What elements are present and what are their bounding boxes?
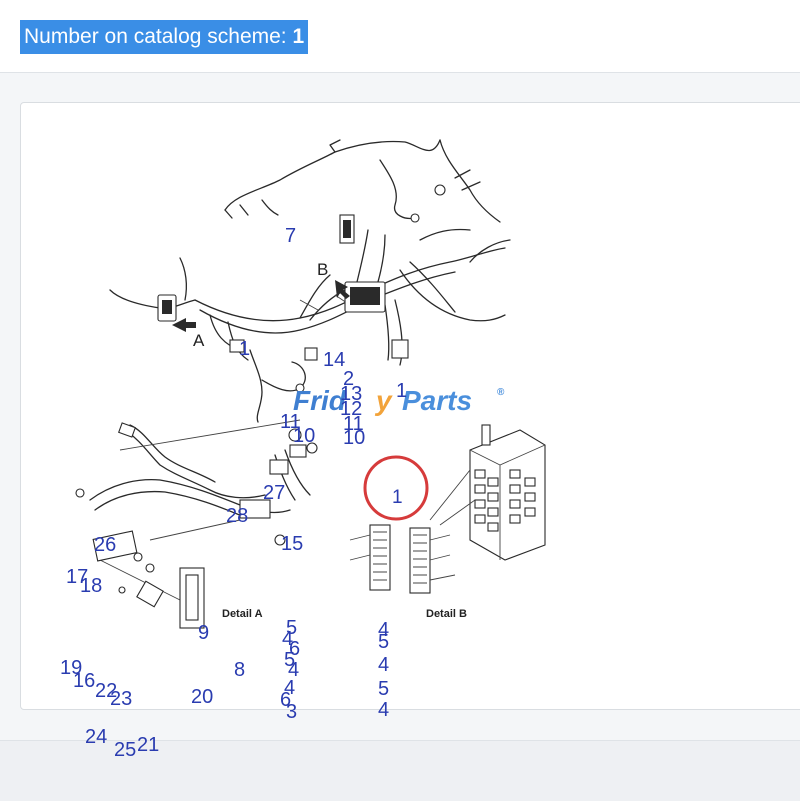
- callout-number[interactable]: 1: [396, 380, 407, 402]
- callout-number[interactable]: 24: [85, 726, 107, 748]
- view-letter-b: B: [317, 260, 328, 279]
- watermark-mark: ®: [497, 387, 505, 398]
- scheme-label-text: Number on catalog scheme:: [24, 25, 287, 48]
- watermark-part2: y: [374, 385, 393, 416]
- main-harness: [109, 139, 511, 423]
- callout-number[interactable]: 10: [343, 427, 365, 449]
- callout-number[interactable]: 4: [284, 677, 295, 699]
- catalog-scheme-label: Number on catalog scheme: 1: [20, 20, 309, 54]
- callout-numbers: 7 1 14 2 13 12 11 11 10 10 27 28 15 26 1…: [60, 225, 407, 761]
- diagram-panel: [20, 102, 800, 710]
- callout-number[interactable]: 5: [284, 649, 295, 671]
- callout-number[interactable]: 28: [226, 505, 248, 527]
- callout-number[interactable]: 4: [282, 628, 293, 650]
- highlight-circle: [363, 455, 429, 521]
- callout-number[interactable]: 7: [285, 225, 296, 247]
- detail-b-fuse-block: [349, 424, 546, 594]
- callout-number[interactable]: 14: [323, 349, 345, 371]
- watermark-part3: Parts: [402, 385, 472, 416]
- callout-number[interactable]: 4: [288, 659, 299, 681]
- callout-number[interactable]: 19: [60, 657, 82, 679]
- detail-a-assembly: [75, 419, 318, 629]
- callout-number[interactable]: 15: [281, 533, 303, 555]
- friday-parts-watermark: Frid y Parts ®: [293, 385, 505, 416]
- callout-number[interactable]: 5: [378, 631, 389, 653]
- callout-number[interactable]: 21: [137, 734, 159, 756]
- callout-number[interactable]: 10: [293, 425, 315, 447]
- view-letter-a: A: [193, 331, 205, 350]
- highlighted-callout[interactable]: 1: [392, 487, 403, 508]
- callout-number[interactable]: 6: [289, 638, 300, 660]
- callout-number[interactable]: 8: [234, 659, 245, 681]
- callout-number[interactable]: 4: [378, 654, 389, 676]
- footer-bar: [0, 740, 800, 801]
- callout-number[interactable]: 22: [95, 680, 117, 702]
- callout-number[interactable]: 5: [286, 617, 297, 639]
- callout-number[interactable]: 11: [280, 411, 301, 433]
- detail-b-label: Detail B: [426, 608, 467, 620]
- callout-number[interactable]: 11: [343, 413, 364, 435]
- callout-number[interactable]: 17: [66, 566, 88, 588]
- callout-number[interactable]: 16: [73, 670, 95, 692]
- callout-number[interactable]: 6: [280, 689, 291, 711]
- callout-number[interactable]: 27: [263, 482, 285, 504]
- callout-number[interactable]: 9: [198, 622, 209, 644]
- callout-number[interactable]: 4: [378, 699, 389, 721]
- header-bar: Number on catalog scheme: 1: [0, 0, 800, 73]
- callout-number[interactable]: 18: [80, 575, 102, 597]
- watermark-part1: Frid: [293, 385, 347, 416]
- callout-number[interactable]: 5: [378, 678, 389, 700]
- callout-number[interactable]: 13: [340, 383, 362, 405]
- callout-number[interactable]: 12: [340, 398, 362, 420]
- callout-number[interactable]: 3: [286, 701, 297, 723]
- callout-number[interactable]: 2: [343, 368, 354, 390]
- callout-number[interactable]: 1: [239, 338, 250, 360]
- callout-number[interactable]: 23: [110, 688, 132, 710]
- detail-a-label: Detail A: [222, 608, 263, 620]
- callout-number[interactable]: 4: [378, 619, 389, 641]
- callout-number[interactable]: 25: [114, 739, 136, 761]
- callout-number[interactable]: 20: [191, 686, 213, 708]
- scheme-number: 1: [292, 25, 305, 48]
- callout-number[interactable]: 26: [94, 534, 116, 556]
